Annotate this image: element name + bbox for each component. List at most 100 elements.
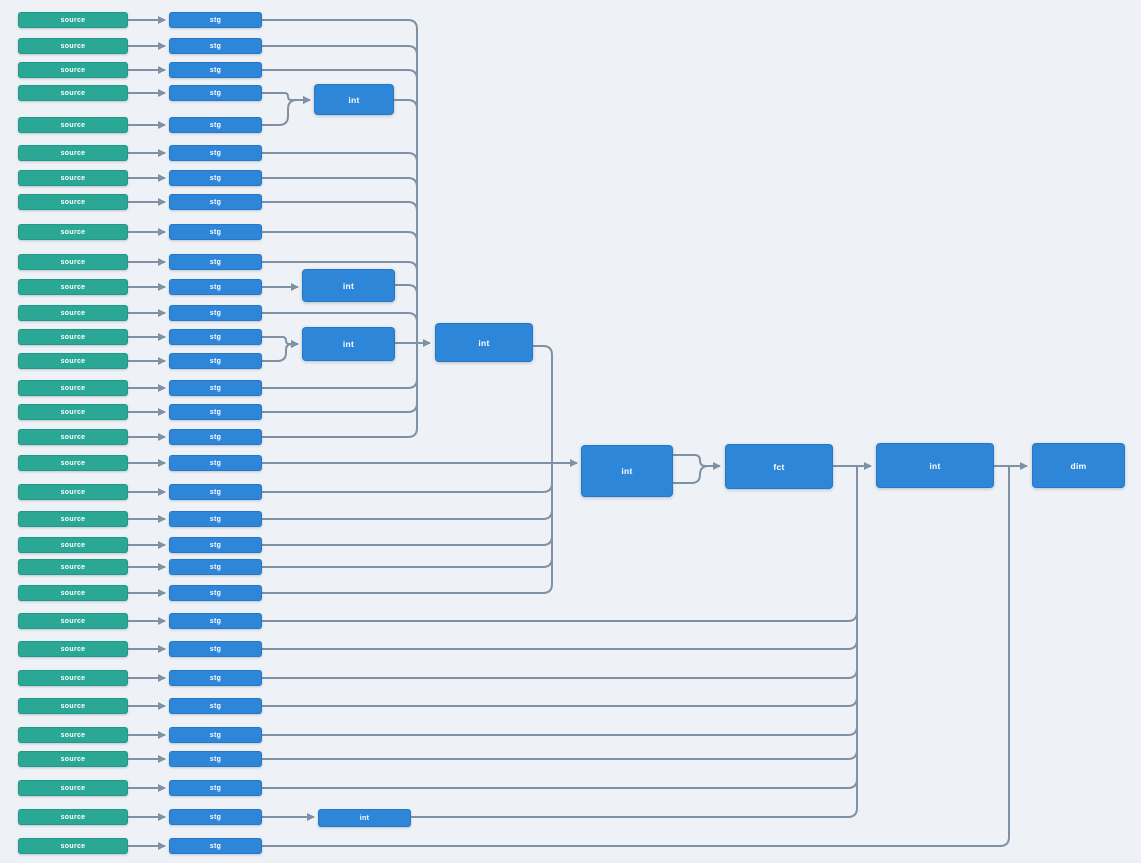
node-stg[interactable]: stg <box>169 670 262 686</box>
node-int[interactable]: int <box>314 84 394 115</box>
node-stg[interactable]: stg <box>169 145 262 161</box>
node-stg[interactable]: stg <box>169 404 262 420</box>
node-source[interactable]: source <box>18 670 128 686</box>
node-stg[interactable]: stg <box>169 484 262 500</box>
node-source[interactable]: source <box>18 429 128 445</box>
node-label: source <box>60 674 86 682</box>
node-source[interactable]: source <box>18 641 128 657</box>
node-stg[interactable]: stg <box>169 62 262 78</box>
node-stg[interactable]: stg <box>169 641 262 657</box>
node-source[interactable]: source <box>18 329 128 345</box>
node-stg[interactable]: stg <box>169 429 262 445</box>
node-source[interactable]: source <box>18 194 128 210</box>
node-int[interactable]: int <box>435 323 533 362</box>
edge-int5-to-fct-lower <box>673 465 720 484</box>
node-int[interactable]: int <box>302 269 395 302</box>
node-label: stg <box>209 433 222 441</box>
node-source[interactable]: source <box>18 751 128 767</box>
node-int[interactable]: int <box>302 327 395 361</box>
node-stg[interactable]: stg <box>169 537 262 553</box>
node-stg[interactable]: stg <box>169 254 262 270</box>
node-source[interactable]: source <box>18 353 128 369</box>
node-source[interactable]: source <box>18 117 128 133</box>
node-label: source <box>60 408 86 416</box>
node-label: stg <box>209 842 222 850</box>
node-source[interactable]: source <box>18 809 128 825</box>
node-label: source <box>60 702 86 710</box>
node-int[interactable]: int <box>581 445 673 497</box>
node-source[interactable]: source <box>18 254 128 270</box>
node-stg[interactable]: stg <box>169 585 262 601</box>
node-label: stg <box>209 674 222 682</box>
node-source[interactable]: source <box>18 484 128 500</box>
node-source[interactable]: source <box>18 585 128 601</box>
node-source[interactable]: source <box>18 455 128 471</box>
node-stg[interactable]: stg <box>169 455 262 471</box>
node-label: int <box>621 466 633 476</box>
node-stg[interactable]: stg <box>169 305 262 321</box>
node-stg[interactable]: stg <box>169 329 262 345</box>
node-label: stg <box>209 149 222 157</box>
node-stg[interactable]: stg <box>169 170 262 186</box>
node-label: int <box>359 814 370 822</box>
edge-int1-to-trunkA <box>394 99 418 343</box>
node-stg[interactable]: stg <box>169 12 262 28</box>
node-stg[interactable]: stg <box>169 751 262 767</box>
node-label: stg <box>209 702 222 710</box>
node-source[interactable]: source <box>18 145 128 161</box>
node-source[interactable]: source <box>18 85 128 101</box>
node-label: source <box>60 283 86 291</box>
node-source[interactable]: source <box>18 838 128 854</box>
node-stg[interactable]: stg <box>169 809 262 825</box>
node-label: source <box>60 541 86 549</box>
node-label: stg <box>209 813 222 821</box>
node-stg[interactable]: stg <box>169 838 262 854</box>
node-label: stg <box>209 515 222 523</box>
node-source[interactable]: source <box>18 404 128 420</box>
node-dim[interactable]: dim <box>1032 443 1125 488</box>
node-source[interactable]: source <box>18 559 128 575</box>
node-source[interactable]: source <box>18 727 128 743</box>
node-source[interactable]: source <box>18 511 128 527</box>
node-label: source <box>60 174 86 182</box>
node-label: source <box>60 755 86 763</box>
edge-stg-to-trunk-A <box>262 19 418 343</box>
node-source[interactable]: source <box>18 224 128 240</box>
node-source[interactable]: source <box>18 62 128 78</box>
node-source[interactable]: source <box>18 780 128 796</box>
node-source[interactable]: source <box>18 38 128 54</box>
node-stg[interactable]: stg <box>169 194 262 210</box>
node-stg[interactable]: stg <box>169 279 262 295</box>
node-stg[interactable]: stg <box>169 117 262 133</box>
edge-stg-to-trunk-D <box>262 466 1010 847</box>
node-stg[interactable]: stg <box>169 511 262 527</box>
node-label: stg <box>209 589 222 597</box>
node-source[interactable]: source <box>18 305 128 321</box>
node-label: stg <box>209 258 222 266</box>
node-stg[interactable]: stg <box>169 353 262 369</box>
node-stg[interactable]: stg <box>169 727 262 743</box>
node-source[interactable]: source <box>18 12 128 28</box>
node-label: int <box>929 460 941 471</box>
node-fct[interactable]: fct <box>725 444 833 489</box>
node-stg[interactable]: stg <box>169 380 262 396</box>
node-stg[interactable]: stg <box>169 780 262 796</box>
node-stg[interactable]: stg <box>169 85 262 101</box>
node-source[interactable]: source <box>18 170 128 186</box>
node-stg[interactable]: stg <box>169 224 262 240</box>
node-stg[interactable]: stg <box>169 559 262 575</box>
node-label: int <box>342 280 355 291</box>
node-stg[interactable]: stg <box>169 613 262 629</box>
node-source[interactable]: source <box>18 613 128 629</box>
node-label: stg <box>209 408 222 416</box>
node-source[interactable]: source <box>18 698 128 714</box>
node-source[interactable]: source <box>18 537 128 553</box>
node-label: source <box>60 645 86 653</box>
node-int[interactable]: int <box>876 443 994 488</box>
node-source[interactable]: source <box>18 279 128 295</box>
node-stg[interactable]: stg <box>169 698 262 714</box>
node-int[interactable]: int <box>318 809 411 827</box>
node-label: source <box>60 384 86 392</box>
node-stg[interactable]: stg <box>169 38 262 54</box>
node-source[interactable]: source <box>18 380 128 396</box>
